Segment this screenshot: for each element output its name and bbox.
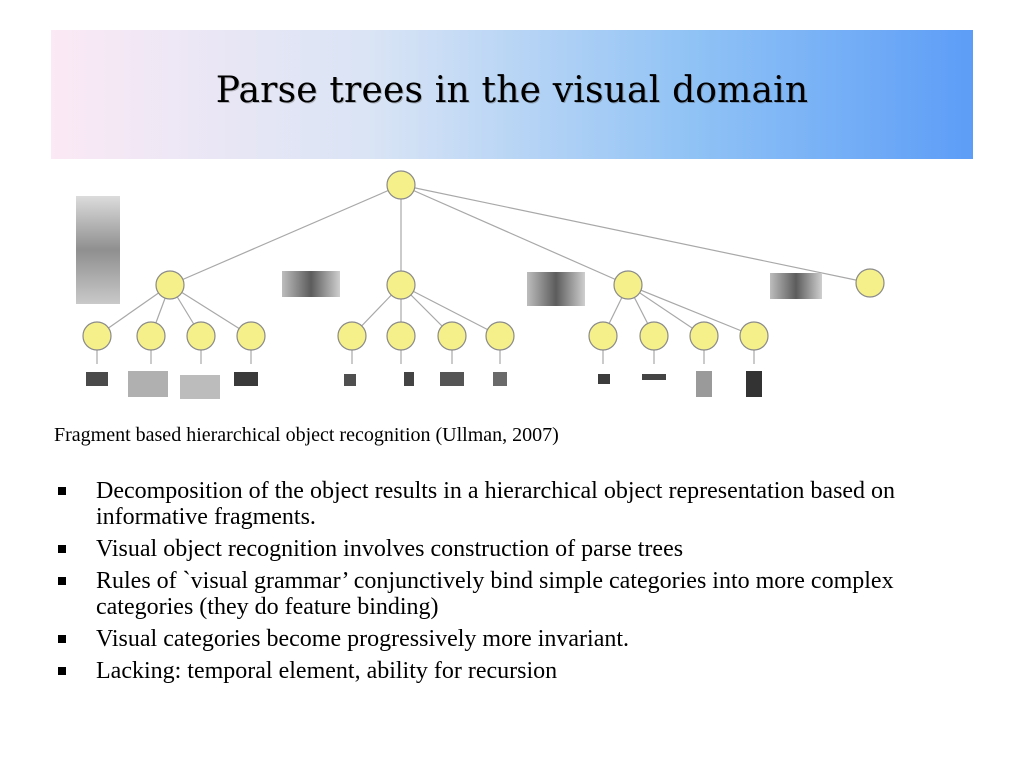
image-fragments <box>76 196 822 399</box>
bullet-item: Decomposition of the object results in a… <box>56 478 976 530</box>
bullet-square-icon <box>58 667 66 675</box>
node-level1-d <box>855 268 885 298</box>
node-leaf-11 <box>689 321 719 351</box>
node-leaf-12 <box>739 321 769 351</box>
fragment-leaf-10 <box>642 374 666 380</box>
bullet-item: Rules of `visual grammar’ conjunctively … <box>56 568 976 620</box>
fragment-leaf-6 <box>404 372 414 386</box>
node-leaf-8 <box>485 321 515 351</box>
parse-tree-figure <box>76 170 885 399</box>
node-leaf-5 <box>337 321 367 351</box>
node-leaf-4 <box>236 321 266 351</box>
fragment-leaf-4 <box>234 372 258 386</box>
tree-nodes <box>82 170 885 351</box>
fragment-leaf-12 <box>746 371 762 397</box>
bullet-text: Visual categories become progressively m… <box>96 626 630 652</box>
node-leaf-1 <box>82 321 112 351</box>
fragment-leaf-3 <box>180 375 220 399</box>
bullet-text: Lacking: temporal element, ability for r… <box>96 658 558 684</box>
fragment-leaf-2 <box>128 371 168 397</box>
node-leaf-9 <box>588 321 618 351</box>
slide-title: Parse trees in the visual domain <box>215 70 809 111</box>
fragment-leaf-7 <box>440 372 464 386</box>
bullet-item: Lacking: temporal element, ability for r… <box>56 658 976 684</box>
bullet-list: Decomposition of the object results in a… <box>56 478 976 690</box>
figure-caption: Fragment based hierarchical object recog… <box>54 424 559 446</box>
fragment-leaf-1 <box>86 372 108 386</box>
fragment-leaf-8 <box>493 372 507 386</box>
title-banner: Parse trees in the visual domain <box>51 30 973 159</box>
node-leaf-3 <box>186 321 216 351</box>
node-leaf-6 <box>386 321 416 351</box>
node-leaf-7 <box>437 321 467 351</box>
node-leaf-10 <box>639 321 669 351</box>
fragment-level1-d-image <box>770 273 822 299</box>
bullet-item: Visual categories become progressively m… <box>56 626 976 652</box>
node-level1-b <box>386 270 416 300</box>
bullet-square-icon <box>58 545 66 553</box>
bullet-square-icon <box>58 577 66 585</box>
fragment-leaf-9 <box>598 374 610 384</box>
node-leaf-2 <box>136 321 166 351</box>
bullet-square-icon <box>58 635 66 643</box>
bullet-item: Visual object recognition involves const… <box>56 536 976 562</box>
bullet-text: Decomposition of the object results in a… <box>96 478 896 530</box>
node-level1-a <box>155 270 185 300</box>
bullet-text: Visual object recognition involves const… <box>96 536 684 562</box>
node-level1-c <box>613 270 643 300</box>
fragment-level1-b-image <box>282 271 340 297</box>
fragment-root-image <box>76 196 120 304</box>
fragment-leaf-11 <box>696 371 712 397</box>
fragment-leaf-5 <box>344 374 356 386</box>
bullet-square-icon <box>58 487 66 495</box>
bullet-text: Rules of `visual grammar’ conjunctively … <box>96 568 894 620</box>
node-root <box>386 170 416 200</box>
fragment-level1-c-image <box>527 272 585 306</box>
